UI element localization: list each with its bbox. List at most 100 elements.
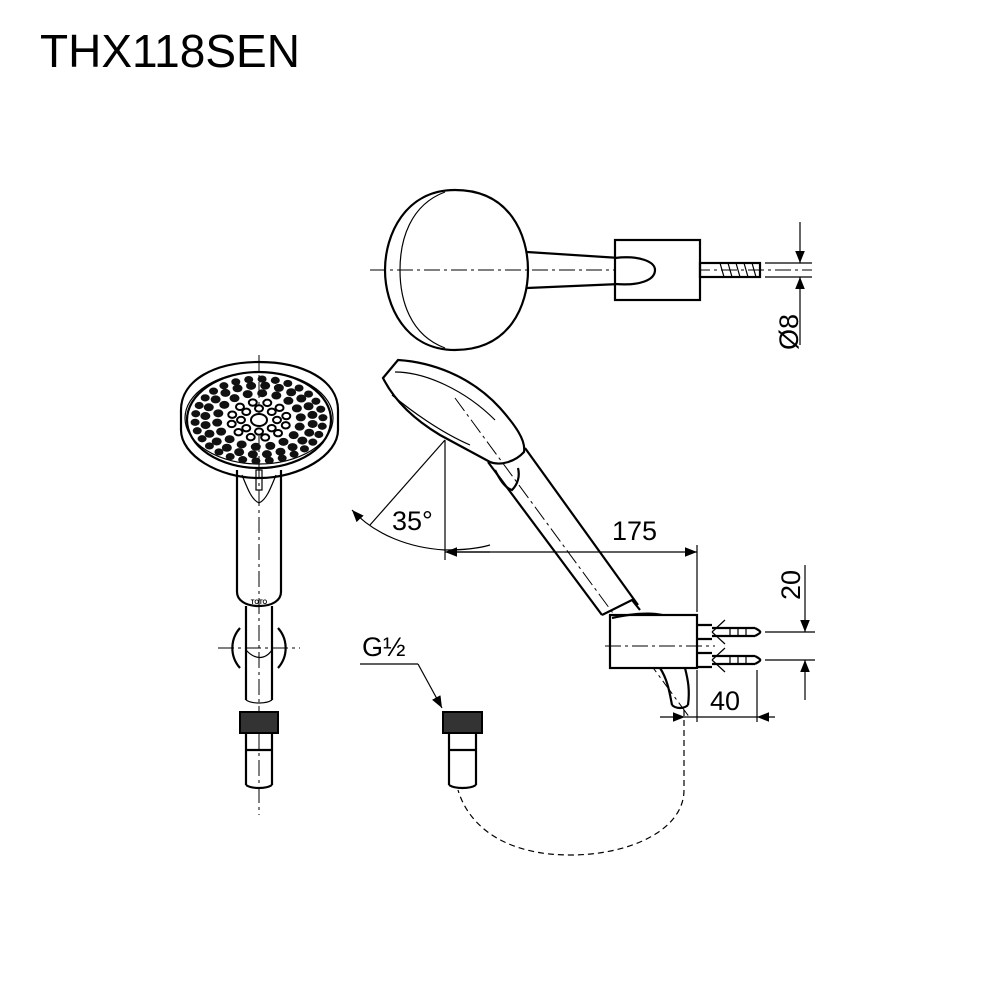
side-view: 175 35° 20 40	[351, 358, 815, 722]
nozzle	[296, 394, 307, 403]
nozzle	[194, 401, 204, 410]
nozzle	[317, 422, 327, 430]
nozzle	[271, 391, 282, 400]
nozzle	[260, 381, 271, 390]
brand-logo: TOTO	[251, 600, 268, 606]
nozzle	[234, 402, 245, 412]
nozzle	[227, 410, 238, 419]
nozzle	[191, 410, 201, 418]
nozzle	[272, 415, 282, 425]
nozzle	[257, 389, 268, 398]
nozzle	[291, 404, 302, 413]
nozzle	[209, 387, 219, 395]
nozzle	[242, 390, 253, 399]
nozzle	[204, 429, 215, 438]
nozzle	[311, 397, 321, 405]
thread-label: G½	[362, 632, 406, 662]
nozzle	[277, 454, 287, 462]
nozzle	[257, 375, 267, 383]
nozzle	[197, 435, 207, 443]
nozzle	[304, 428, 315, 437]
nozzle	[294, 384, 304, 392]
nozzle	[224, 435, 235, 444]
nozzle	[213, 409, 224, 418]
nozzle	[278, 437, 289, 446]
nozzle	[316, 405, 326, 413]
nozzle	[262, 398, 273, 408]
nozzle	[219, 382, 229, 390]
nozzle	[261, 450, 272, 459]
nozzle	[297, 436, 308, 445]
nozzle-pattern	[190, 375, 328, 465]
nozzle	[234, 448, 245, 457]
nozzle	[260, 433, 271, 442]
nozzle	[232, 384, 243, 393]
nozzle	[264, 456, 274, 465]
nozzle	[236, 440, 247, 449]
nozzle	[211, 437, 222, 446]
front-view: TOTO	[179, 355, 340, 815]
nozzle	[303, 402, 314, 411]
depth-label: 40	[710, 686, 740, 716]
nozzle	[265, 441, 276, 450]
nozzle	[273, 428, 284, 438]
model-title: THX118SEN	[40, 25, 300, 77]
nozzle	[210, 395, 221, 404]
nozzle	[274, 403, 285, 413]
pin-diameter-label: Ø8	[774, 314, 804, 350]
nozzle	[307, 419, 318, 428]
length-label: 175	[612, 516, 657, 546]
nozzle	[231, 378, 241, 386]
nozzle	[241, 423, 252, 433]
nozzle	[219, 400, 230, 409]
nozzle	[273, 383, 284, 392]
nozzle	[254, 427, 264, 436]
nozzle	[200, 421, 211, 430]
nozzle	[283, 396, 294, 405]
screw-spacing-label: 20	[776, 570, 806, 600]
nozzle	[203, 403, 214, 412]
nozzle	[281, 411, 292, 421]
nozzle	[225, 452, 235, 461]
nozzle	[280, 421, 291, 430]
nozzle	[275, 447, 286, 456]
nozzle	[238, 456, 248, 464]
nozzle	[270, 376, 280, 384]
nozzle	[204, 442, 214, 450]
nozzle	[308, 438, 318, 446]
nozzle	[241, 407, 252, 417]
nozzle	[190, 418, 200, 426]
nozzle	[214, 448, 224, 456]
nozzle	[236, 415, 246, 425]
nozzle	[254, 404, 264, 413]
nozzle	[233, 427, 244, 437]
nozzle	[246, 381, 257, 390]
nozzle	[287, 443, 298, 452]
nozzle	[251, 457, 261, 465]
nozzle	[221, 443, 232, 452]
nozzle	[294, 422, 305, 431]
nozzle	[266, 423, 277, 433]
nozzle	[226, 419, 237, 429]
top-view: Ø8	[370, 188, 812, 352]
nozzle	[286, 388, 297, 397]
nozzle	[245, 432, 256, 442]
nozzle	[247, 398, 258, 407]
nozzle	[200, 394, 210, 402]
nozzle	[318, 414, 328, 422]
hose: G½	[360, 632, 685, 856]
nozzle	[212, 418, 223, 427]
nozzle	[247, 450, 258, 459]
nozzle	[295, 413, 306, 422]
nozzle	[250, 442, 261, 451]
nozzle	[299, 445, 309, 453]
nozzle	[314, 430, 324, 439]
angle-label: 35°	[392, 506, 433, 536]
nozzle	[289, 450, 299, 458]
center-nozzle	[250, 413, 268, 427]
nozzle	[304, 390, 314, 398]
nozzle	[307, 410, 318, 419]
nozzle	[229, 394, 240, 403]
nozzle	[244, 375, 254, 384]
